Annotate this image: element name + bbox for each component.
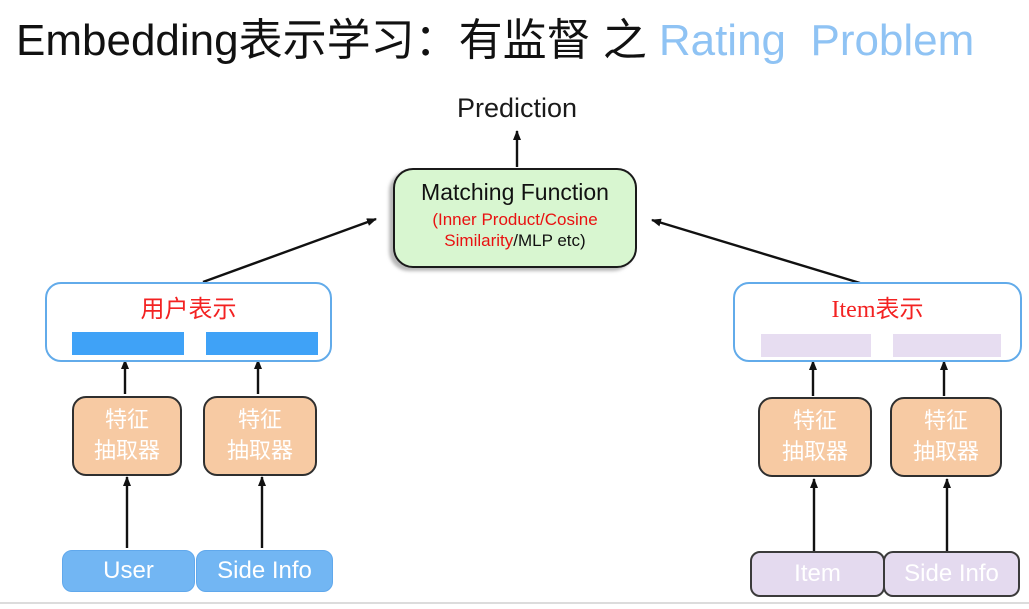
item-representation-label: Item表示	[831, 297, 924, 323]
matching-methods-black: /MLP etc)	[513, 231, 586, 250]
matching-function-box: Matching Function (Inner Product/Cosine …	[393, 168, 637, 268]
prediction-label: Prediction	[456, 93, 578, 123]
user-sideinfo-feature-extractor: 特征 抽取器	[203, 396, 317, 476]
user-representation-box: 用户表示	[45, 282, 332, 362]
extractor-label-line1: 特征	[923, 408, 968, 434]
item-sideinfo-embedding-bar	[893, 334, 1001, 357]
extractor-label-line1: 特征	[237, 407, 282, 433]
page-title-main: Embedding表示学习：有监督 之	[16, 16, 647, 65]
item-representation-box: Item表示	[733, 282, 1022, 362]
footer-divider	[0, 602, 1029, 604]
item-input-box: Item	[750, 551, 885, 597]
extractor-label-line1: 特征	[104, 407, 149, 433]
extractor-label-line2: 抽取器	[912, 439, 979, 464]
arrow-user-rep-to-matching	[202, 217, 377, 284]
extractor-label-line2: 抽取器	[781, 439, 848, 464]
page-title-highlight: Rating Problem	[658, 16, 975, 65]
user-sideinfo-embedding-bar	[206, 332, 318, 355]
item-feature-extractor: 特征 抽取器	[758, 397, 872, 477]
matching-function-title: Matching Function	[421, 179, 609, 205]
matching-function-methods: (Inner Product/Cosine Similarity/MLP etc…	[409, 209, 621, 252]
extractor-label-line2: 抽取器	[226, 438, 293, 463]
user-representation-label: 用户表示	[140, 297, 237, 323]
user-input-box: User	[62, 550, 195, 592]
matching-methods-red: (Inner Product/Cosine Similarity	[432, 209, 598, 250]
item-sideinfo-input-box: Side Info	[883, 551, 1020, 597]
user-sideinfo-input-box: Side Info	[196, 550, 333, 592]
arrow-item-rep-to-matching	[651, 218, 861, 285]
extractor-label-line2: 抽取器	[93, 438, 160, 463]
item-embedding-bar	[761, 334, 871, 357]
user-embedding-bar	[72, 332, 184, 355]
user-feature-extractor: 特征 抽取器	[72, 396, 182, 476]
item-sideinfo-feature-extractor: 特征 抽取器	[890, 397, 1002, 477]
extractor-label-line1: 特征	[792, 408, 837, 434]
